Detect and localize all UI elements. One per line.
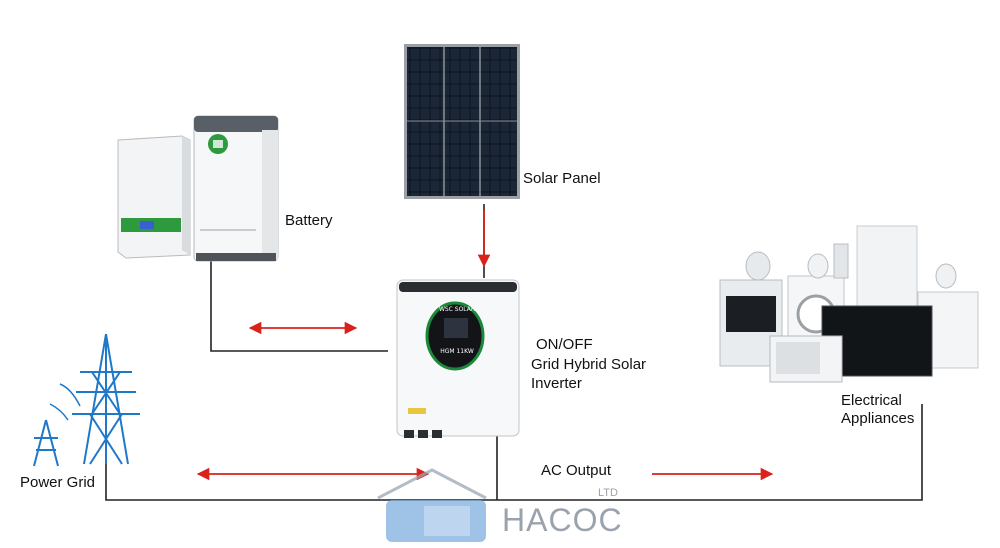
solar-panel-label: Solar Panel [523,170,601,187]
ac-output-label: AC Output [541,462,612,479]
grid-wire [105,404,923,501]
appliances-label-line2: Appliances [841,410,915,427]
inverter-label-line2: Grid Hybrid Solar [531,356,647,373]
inverter-model: HGM 11KW [440,348,474,355]
battery-image [117,115,279,262]
battery-wire [210,258,388,352]
watermark-logo [377,468,487,542]
solar-panel-image [404,44,520,199]
inverter-brand: WSC SOLAR [438,306,476,313]
flow-arrows [196,210,774,481]
inverter-label-line1: ON/OFF [536,336,593,353]
appliances-image [719,225,979,383]
power-grid-image [33,333,140,467]
watermark-name: HACOC [502,502,623,538]
power-grid-label: Power Grid [20,474,96,491]
battery-label: Battery [285,212,333,229]
inverter-image [396,279,520,438]
inverter-label-line3: Inverter [531,375,582,392]
watermark-suffix: LTD [598,487,618,499]
appliances-label-line1: Electrical [841,392,902,409]
